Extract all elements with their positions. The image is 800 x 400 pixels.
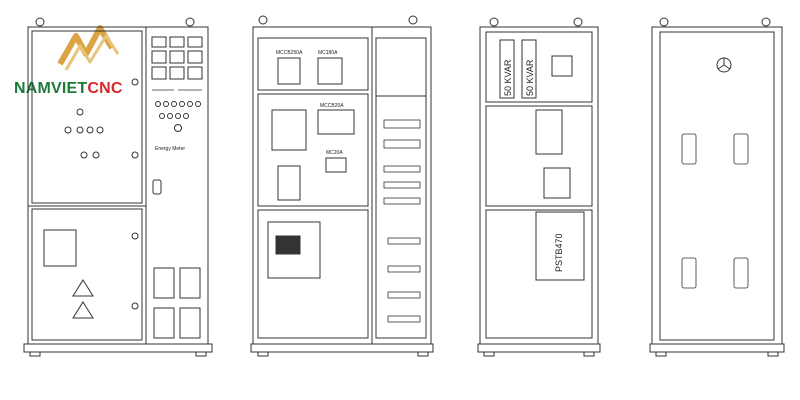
label-mc180: MC180A [318, 50, 338, 56]
label-mccb20: MCCB20A [320, 103, 344, 109]
label-mccb250: MCCB250A [276, 50, 303, 56]
label-capacitor-1: 50 KVAR [503, 59, 513, 96]
hinge-icon [131, 232, 139, 240]
pstb-box [535, 211, 585, 281]
label-capacitor-2: 50 KVAR [525, 59, 535, 96]
brand-logo [14, 14, 154, 104]
lifting-eye-icon [489, 17, 499, 27]
reactor [551, 55, 573, 77]
breaker-mc20 [325, 157, 347, 173]
door-handle-icon [152, 179, 162, 195]
panel-rear-view [649, 17, 785, 357]
panel-capacitor-view [477, 17, 601, 357]
breaker-bank-left [271, 109, 307, 151]
lifting-eye-icon [35, 17, 45, 27]
label-pstb: PSTB470 [554, 233, 564, 272]
hazard-triangle-icon [72, 301, 94, 319]
contactor-block [535, 109, 563, 155]
capacitor-1 [499, 39, 515, 99]
lifting-eye-icon [185, 17, 195, 27]
indicator-lamps [155, 101, 201, 132]
fuse-block [543, 167, 571, 199]
panel-front-view [23, 17, 213, 357]
hinge-icon [131, 78, 139, 86]
breaker-mc180 [317, 57, 343, 85]
panel-interior-view [250, 15, 434, 357]
meter-cluster [64, 108, 104, 159]
warning-triangle-icon [72, 279, 94, 297]
lifting-eye-icon [659, 17, 669, 27]
lifting-eye-icon [408, 15, 418, 25]
label-mc20: MC20A [326, 150, 343, 156]
breaker-mccb20 [317, 109, 355, 135]
lifting-eye-icon [761, 17, 771, 27]
logo-mark-icon [57, 25, 120, 71]
breaker-lower [277, 165, 301, 201]
hinge-icon [131, 302, 139, 310]
capacitor-2 [521, 39, 537, 99]
din-rails [383, 119, 421, 323]
lifting-eye-icon [573, 17, 583, 27]
label-energy-meter: Energy Meter [155, 146, 185, 152]
vent-louvers [153, 267, 201, 339]
soft-starter [267, 221, 321, 279]
hinge-icon [131, 151, 139, 159]
rear-vents [681, 133, 749, 289]
inspection-window [43, 229, 77, 267]
breaker-mccb250 [277, 57, 301, 85]
lifting-eye-icon [258, 15, 268, 25]
